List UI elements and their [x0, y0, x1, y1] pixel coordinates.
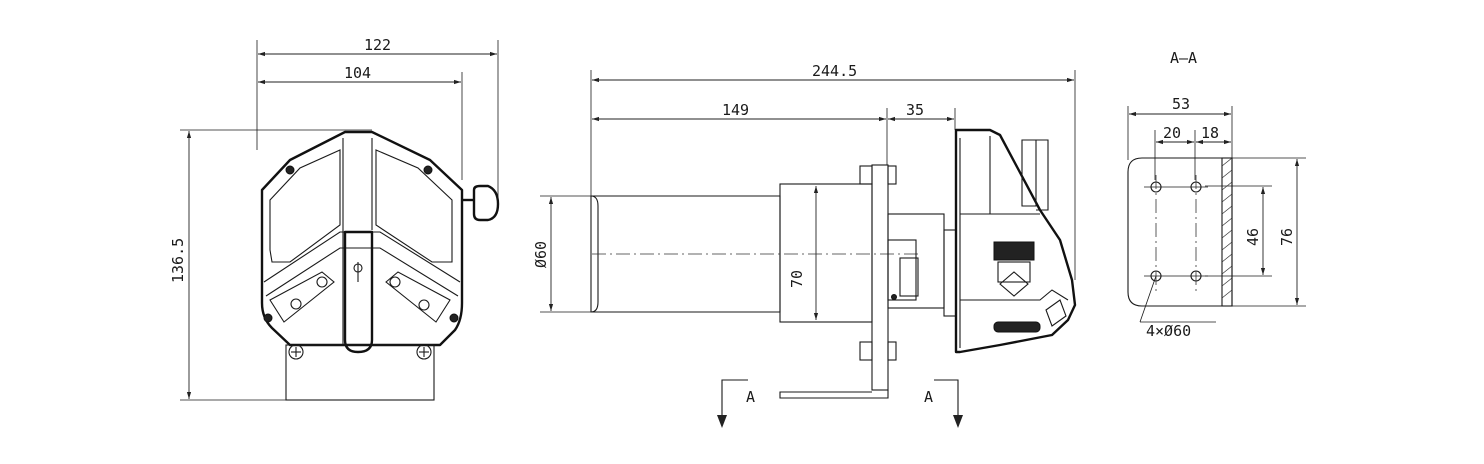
connector-diamond	[999, 271, 1029, 297]
knob	[449, 313, 459, 323]
clamp-right	[385, 271, 451, 323]
dim-label-53: 53	[1172, 95, 1190, 113]
pump-head-chevron	[265, 247, 459, 297]
section-arrow-left	[721, 379, 748, 420]
pump-head-window-left	[269, 149, 341, 263]
motor-flange	[779, 183, 873, 323]
nut	[859, 341, 873, 361]
dim-label-holes: 4×Ø60	[1146, 322, 1191, 340]
section-label-left: A	[746, 388, 755, 406]
pump-head-tab	[1036, 139, 1049, 211]
connector	[993, 241, 1035, 261]
pump-head-side	[954, 128, 1077, 354]
hatch-pattern	[1221, 157, 1233, 299]
dim-label-76: 76	[1278, 228, 1296, 246]
dim-label-35: 35	[906, 101, 924, 119]
dim-label-70: 70	[788, 270, 806, 288]
bracket-plate	[1127, 157, 1233, 307]
knob	[423, 165, 433, 175]
dim-label-149: 149	[722, 101, 749, 119]
front-view: 122 104 136.5	[169, 36, 500, 401]
knob	[263, 313, 273, 323]
screw	[288, 344, 304, 360]
pump-head-seam	[960, 289, 1069, 301]
pump-head-chevron	[263, 231, 461, 283]
nut	[887, 165, 897, 185]
clamp-screw	[418, 299, 430, 311]
bracket-section-cut	[1221, 157, 1233, 307]
nut	[859, 165, 873, 185]
dim-label-104: 104	[344, 64, 371, 82]
adapter-inner	[887, 239, 917, 301]
adapter-ring	[943, 229, 957, 317]
dim-label-d60: Ø60	[532, 241, 550, 268]
base-plate	[285, 344, 435, 401]
section-arrow-right	[934, 379, 959, 420]
connector-slot	[993, 321, 1041, 333]
clamp-screw	[389, 276, 401, 288]
nut	[887, 341, 897, 361]
dim-label-20: 20	[1163, 124, 1181, 142]
section-label-right: A	[924, 388, 933, 406]
dim-label-46: 46	[1244, 228, 1262, 246]
latch	[1045, 299, 1067, 327]
dim-label-136-5: 136.5	[169, 238, 187, 283]
dim-label-18: 18	[1201, 124, 1219, 142]
dim-label-122: 122	[364, 36, 391, 54]
dim-label-244-5: 244.5	[812, 62, 857, 80]
coupling	[899, 257, 919, 297]
knob	[285, 165, 295, 175]
mounting-holes	[1144, 175, 1208, 292]
section-view: A—A 53 20 18 46 76	[1127, 49, 1306, 340]
bolt-hole	[891, 294, 897, 300]
handle-knob	[472, 184, 500, 222]
mounting-bracket	[871, 164, 889, 391]
screw	[416, 344, 432, 360]
pump-head-tab	[1021, 139, 1037, 207]
section-title: A—A	[1170, 49, 1197, 67]
clamp-screw	[316, 276, 328, 288]
clamp-screw	[290, 298, 302, 310]
bracket-foot	[779, 390, 889, 399]
pump-head-window-right	[375, 149, 453, 263]
connector-body	[997, 261, 1031, 283]
pump-lever	[343, 230, 374, 354]
leader-line	[1139, 275, 1157, 323]
side-view: 244.5 149 35 Ø60 70	[532, 62, 1077, 428]
pump-head-outer	[260, 130, 464, 347]
clamp-left	[269, 271, 335, 323]
